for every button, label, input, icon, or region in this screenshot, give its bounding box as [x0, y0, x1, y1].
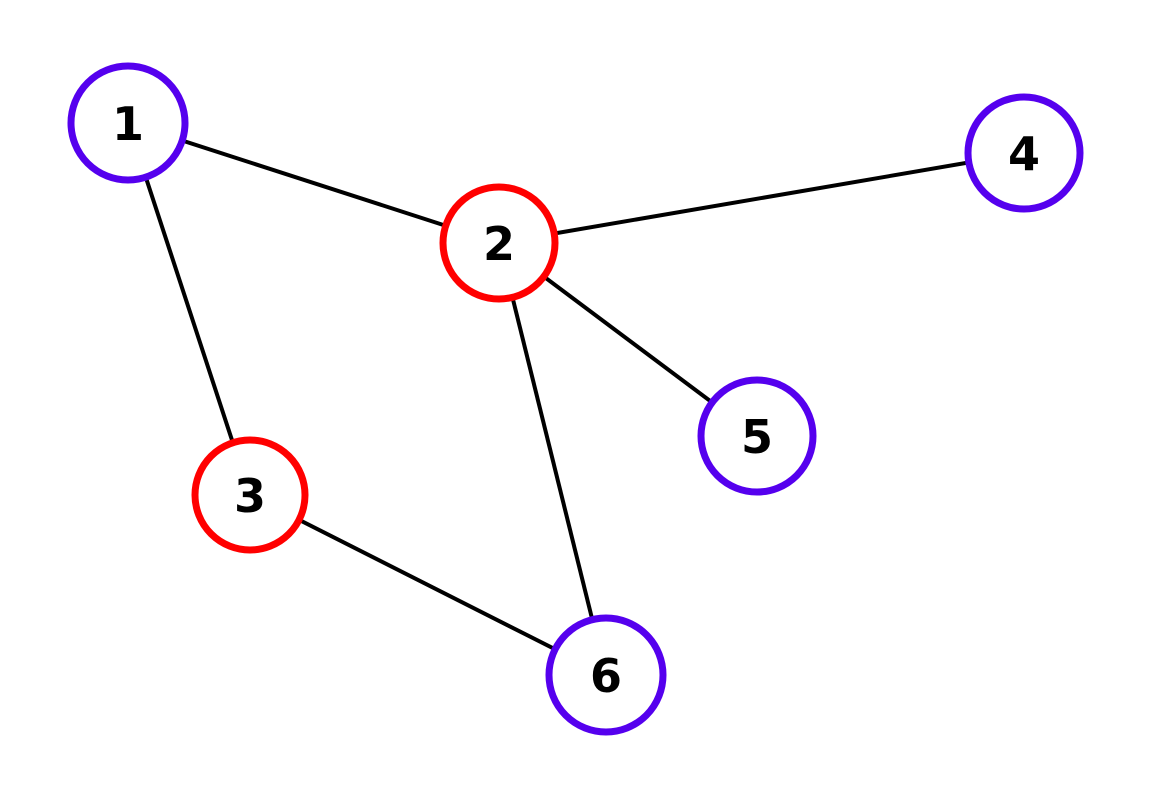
node-circle[interactable] — [545, 614, 667, 736]
graph-node-5[interactable]: 5 — [697, 376, 817, 496]
node-label: 2 — [483, 217, 515, 271]
node-circle[interactable] — [439, 183, 559, 303]
graph-edge — [498, 151, 1025, 245]
graph-node-1[interactable]: 1 — [67, 62, 189, 184]
node-label: 4 — [1008, 127, 1040, 181]
node-label: 6 — [590, 649, 622, 703]
graph-edge — [127, 121, 500, 245]
graph-node-4[interactable]: 4 — [964, 93, 1084, 213]
node-circle[interactable] — [67, 62, 189, 184]
graph-node-6[interactable]: 6 — [545, 614, 667, 736]
node-label: 5 — [741, 410, 773, 464]
graph-node-3[interactable]: 3 — [191, 436, 309, 554]
graph-edge — [497, 242, 608, 676]
graph-node-2[interactable]: 2 — [439, 183, 559, 303]
graph-edge — [249, 493, 607, 677]
node-circle[interactable] — [964, 93, 1084, 213]
node-label: 1 — [112, 97, 144, 151]
graph-edge — [126, 122, 252, 496]
node-label: 3 — [234, 469, 266, 523]
node-circle[interactable] — [191, 436, 309, 554]
node-layer: 1 2 3 4 5 6 — [67, 62, 1084, 736]
node-circle[interactable] — [697, 376, 817, 496]
